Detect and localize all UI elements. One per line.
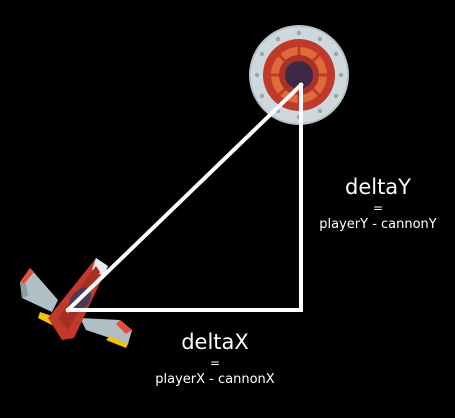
delta-x-label: deltaX = playerX - cannonX	[140, 330, 290, 387]
delta-y-formula: playerY - cannonY	[319, 217, 437, 232]
delta-x-formula: playerX - cannonX	[155, 372, 275, 387]
delta-y-title: deltaY	[344, 175, 411, 199]
hypotenuse-line	[65, 82, 304, 313]
right-triangle	[65, 82, 304, 313]
delta-x-title: deltaX	[181, 330, 249, 354]
cannon-turret-icon	[249, 25, 349, 125]
delta-x-equals: =	[209, 356, 221, 370]
delta-y-equals: =	[372, 201, 384, 215]
delta-y-label: deltaY = playerY - cannonY	[308, 175, 448, 232]
